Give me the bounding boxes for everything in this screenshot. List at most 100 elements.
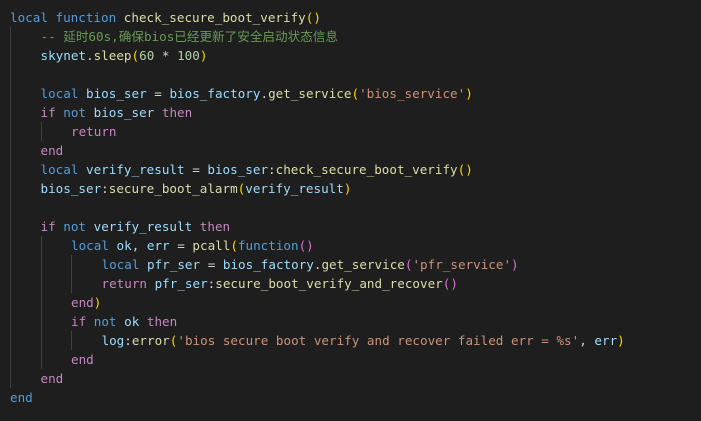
- code-token-keyword: local: [10, 10, 48, 25]
- code-token-variable: bios_ser: [93, 105, 155, 120]
- code-token-control: then: [161, 105, 193, 120]
- code-line[interactable]: end): [10, 293, 625, 312]
- code-token-variable: bios_factory: [169, 86, 261, 101]
- code-token-plain: [86, 314, 94, 329]
- code-line[interactable]: end: [10, 369, 625, 388]
- indent-guide: [40, 236, 42, 255]
- code-line[interactable]: [10, 65, 625, 84]
- code-token-variable: err: [146, 238, 170, 253]
- code-line[interactable]: if not verify_result then: [10, 217, 625, 236]
- code-line[interactable]: end: [10, 350, 625, 369]
- code-token-plain: [139, 314, 147, 329]
- code-token-operator: =: [207, 257, 216, 272]
- indent-guide: [10, 369, 11, 388]
- code-token-keyword: local: [40, 162, 79, 177]
- code-line-text: local verify_result = bios_ser:check_sec…: [10, 162, 473, 177]
- code-token-bracket-2: ): [511, 257, 519, 272]
- code-line[interactable]: skynet.sleep(60 * 100): [10, 46, 625, 65]
- code-token-plain: [154, 48, 162, 63]
- code-token-plain: [109, 238, 117, 253]
- code-token-number: 60: [139, 48, 155, 63]
- indent-guide: [40, 255, 42, 274]
- code-token-plain: [116, 10, 124, 25]
- code-token-bracket-1: ): [343, 181, 352, 196]
- code-line-text: end: [10, 371, 64, 386]
- code-line[interactable]: log:error('bios secure boot verify and r…: [10, 331, 625, 350]
- code-line[interactable]: end: [10, 388, 625, 407]
- code-token-punct: ,: [579, 333, 587, 348]
- code-token-variable: skynet: [40, 48, 87, 63]
- code-token-keyword: local: [71, 238, 109, 253]
- code-line[interactable]: return pfr_ser:secure_boot_verify_and_re…: [10, 274, 625, 293]
- code-token-variable: bios_ser: [40, 181, 102, 196]
- code-token-bracket-1: (): [457, 162, 473, 177]
- code-line-text: return pfr_ser:secure_boot_verify_and_re…: [10, 276, 458, 291]
- code-line[interactable]: local verify_result = bios_ser:check_sec…: [10, 160, 625, 179]
- indent-guide: [10, 27, 11, 46]
- code-token-variable: verify_result: [245, 181, 344, 196]
- code-line[interactable]: local function check_secure_boot_verify(…: [10, 8, 625, 27]
- code-token-string: 'bios_service': [359, 86, 466, 101]
- indent-guide: [71, 331, 72, 350]
- code-token-plain: [200, 257, 208, 272]
- indent-guide: [10, 312, 11, 331]
- code-line[interactable]: if not ok then: [10, 312, 625, 331]
- code-line-text: [10, 67, 41, 82]
- indent-guide: [40, 331, 42, 350]
- code-token-control: end: [71, 295, 94, 310]
- code-token-bracket-1: (: [230, 238, 238, 253]
- indent-guide: [40, 312, 42, 331]
- code-line[interactable]: -- 延时60s,确保bios已经更新了安全启动状态信息: [10, 27, 625, 46]
- code-token-variable: ok: [124, 314, 140, 329]
- code-line-text: bios_ser:secure_boot_alarm(verify_result…: [10, 181, 352, 196]
- indent-guide: [10, 293, 11, 312]
- code-token-bracket-1: (: [169, 333, 178, 348]
- code-token-control: return: [101, 276, 148, 291]
- indent-guide: [40, 350, 42, 369]
- indent-guide: [10, 160, 11, 179]
- indent-guide: [10, 274, 11, 293]
- indent-guide: [10, 198, 11, 217]
- code-line[interactable]: return: [10, 122, 625, 141]
- code-line[interactable]: local pfr_ser = bios_factory.get_service…: [10, 255, 625, 274]
- code-line[interactable]: local ok, err = pcall(function(): [10, 236, 625, 255]
- code-token-plain: [215, 257, 223, 272]
- code-token-keyword: function: [55, 10, 117, 25]
- indent-guide: [10, 141, 11, 160]
- code-line[interactable]: [10, 198, 625, 217]
- code-token-keyword: not: [93, 314, 117, 329]
- code-token-comment: -- 延时60s,确保bios已经更新了安全启动状态信息: [40, 29, 339, 44]
- code-line-text: -- 延时60s,确保bios已经更新了安全启动状态信息: [10, 29, 339, 44]
- code-token-punct: :: [124, 333, 132, 348]
- code-token-bracket-1: ): [199, 48, 208, 63]
- code-token-operator: *: [161, 48, 170, 63]
- code-lines[interactable]: local function check_secure_boot_verify(…: [10, 8, 625, 407]
- code-token-control: if: [40, 105, 56, 120]
- code-token-plain: [78, 162, 86, 177]
- code-token-number: 100: [177, 48, 200, 63]
- code-line[interactable]: local bios_ser = bios_factory.get_servic…: [10, 84, 625, 103]
- code-token-bracket-1: (: [351, 86, 360, 101]
- code-line[interactable]: end: [10, 141, 625, 160]
- code-line-text: local pfr_ser = bios_factory.get_service…: [10, 257, 519, 272]
- code-token-keyword: local: [101, 257, 140, 272]
- code-token-bracket-1: ): [93, 295, 102, 310]
- code-line-text: if not verify_result then: [10, 219, 231, 234]
- code-line-text: local bios_ser = bios_factory.get_servic…: [10, 86, 473, 101]
- code-line-text: if not bios_ser then: [10, 105, 193, 120]
- code-line[interactable]: if not bios_ser then: [10, 103, 625, 122]
- code-line-text: return: [10, 124, 117, 139]
- code-token-keyword: not: [63, 105, 87, 120]
- code-token-variable: bios_ser: [86, 86, 147, 101]
- code-token-variable: pfr_ser: [154, 276, 208, 291]
- indent-guide: [40, 274, 42, 293]
- code-line-text: end: [10, 352, 94, 367]
- code-line[interactable]: bios_ser:secure_boot_alarm(verify_result…: [10, 179, 625, 198]
- indent-guide: [10, 46, 11, 65]
- code-token-variable: bios_ser: [207, 162, 269, 177]
- indent-guide: [40, 122, 42, 141]
- indent-guide: [10, 331, 11, 350]
- code-token-punct: .: [86, 48, 94, 63]
- code-token-bracket-2: (): [442, 276, 458, 291]
